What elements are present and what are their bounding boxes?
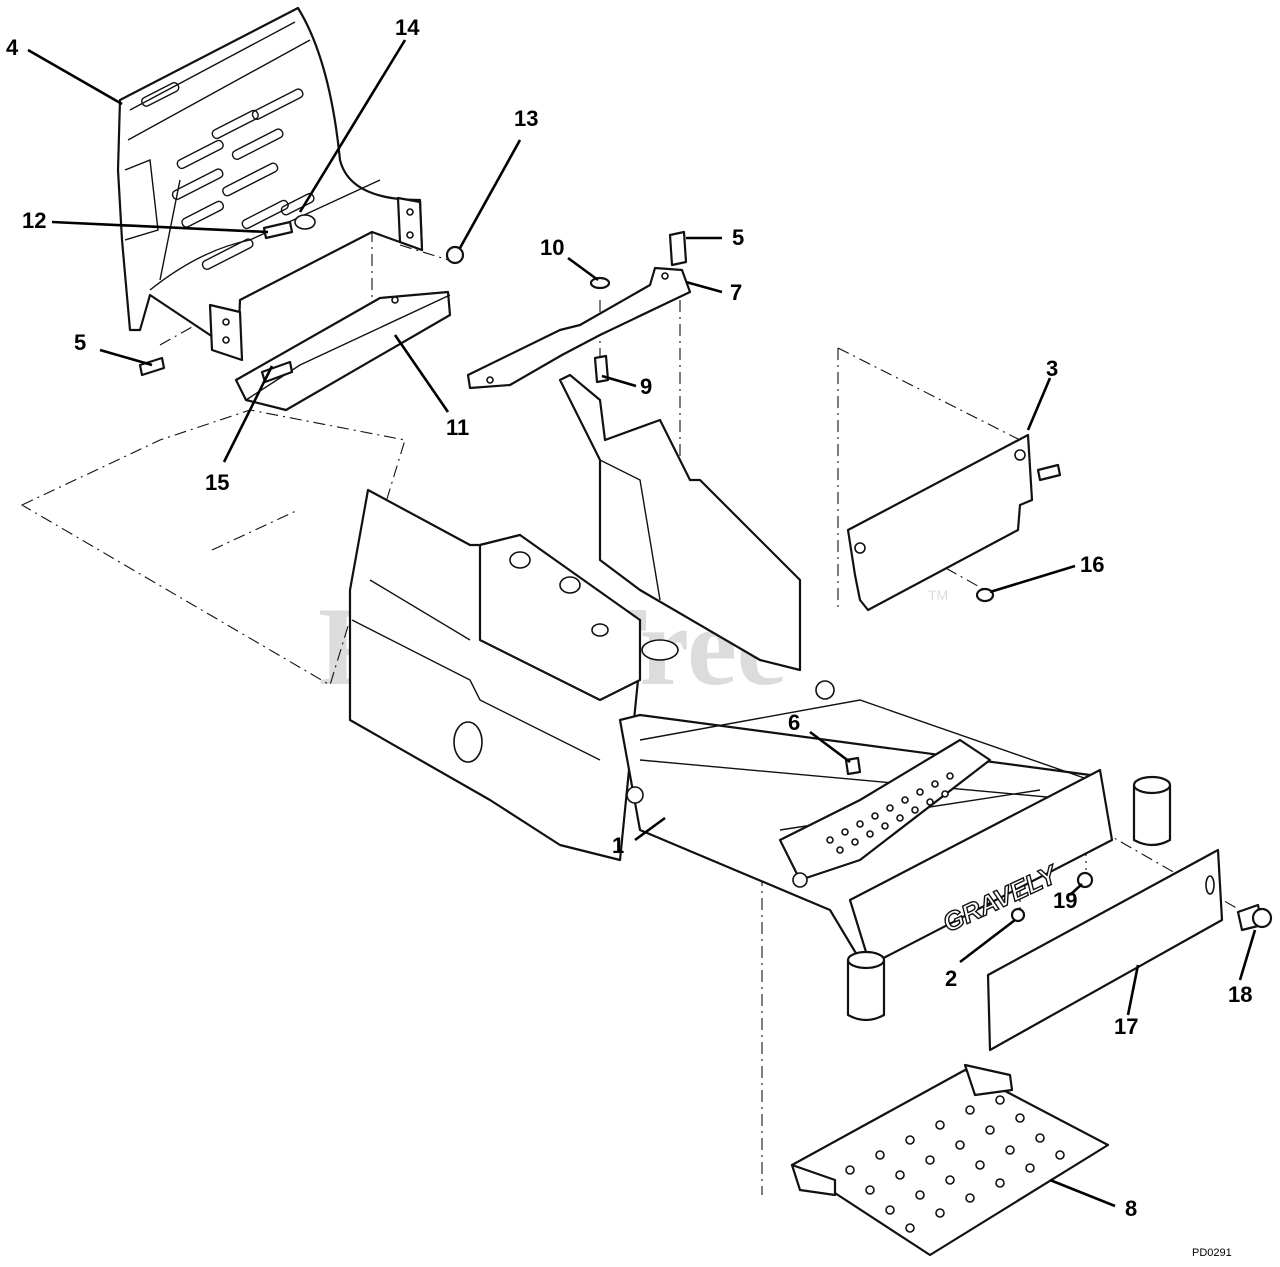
drawing-code: PD0291 [1192, 1247, 1232, 1259]
seat-pan [116, 6, 424, 362]
callout-3: 3 [1046, 356, 1058, 381]
callout-10: 10 [540, 235, 564, 260]
callout-1: 1 [612, 833, 624, 858]
callout-15: 15 [205, 470, 229, 495]
foot-plate [986, 848, 1224, 1052]
seat-bracket [234, 290, 452, 412]
callout-14: 14 [395, 15, 420, 40]
foot-rest [790, 1063, 1110, 1257]
leader-lines [27, 39, 1257, 1208]
callout-16: 16 [1080, 552, 1104, 577]
mounting-plate [466, 230, 692, 390]
callout-5-left: 5 [74, 330, 86, 355]
seat-fasteners [138, 220, 465, 384]
callout-labels: 4 14 13 12 10 5 7 5 9 11 15 3 16 6 1 19 … [6, 15, 1252, 1221]
callout-6: 6 [788, 710, 800, 735]
callout-13: 13 [514, 106, 538, 131]
callout-5-top: 5 [732, 225, 744, 250]
callout-17: 17 [1114, 1014, 1138, 1039]
callout-7: 7 [730, 280, 742, 305]
callout-11: 11 [446, 415, 469, 440]
callout-8: 8 [1125, 1196, 1137, 1221]
callout-12: 12 [22, 208, 46, 233]
watermark-trademark: TM [928, 587, 948, 603]
callout-18: 18 [1228, 982, 1252, 1007]
side-plate [846, 433, 1062, 612]
main-frame: GRAVELY [348, 373, 1172, 1022]
callout-9: 9 [640, 374, 652, 399]
callout-4: 4 [6, 35, 19, 60]
callout-2: 2 [945, 966, 957, 991]
callout-19: 19 [1053, 888, 1077, 913]
